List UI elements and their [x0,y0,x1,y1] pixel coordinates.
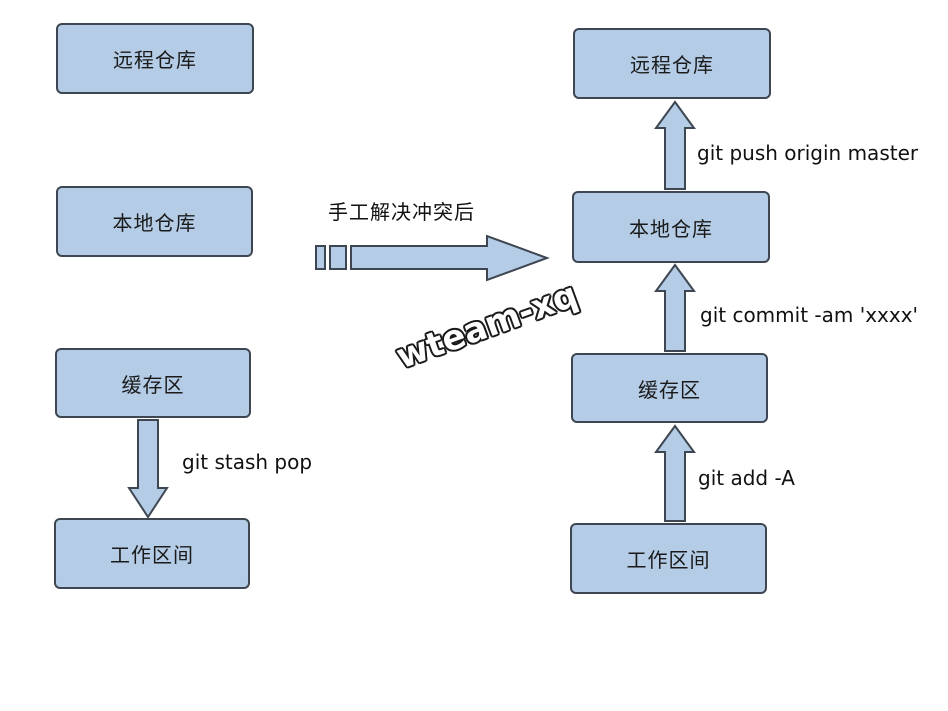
arrow-local-to-remote [654,100,696,190]
right-stash-label: 缓存区 [638,377,701,402]
left-remote-repo-box: 远程仓库 [56,23,254,94]
resolve-conflict-label: 手工解决冲突后 [328,200,475,224]
right-local-repo-label: 本地仓库 [629,216,713,241]
push-command: git push origin master [697,141,919,165]
right-remote-repo-label: 远程仓库 [630,53,714,77]
right-local-repo-box: 本地仓库 [572,191,770,263]
add-command: git add -A [698,466,795,490]
right-working-dir-box: 工作区间 [570,523,767,594]
right-working-dir-label: 工作区间 [626,548,711,572]
left-stash-box: 缓存区 [55,348,251,418]
left-stash-label: 缓存区 [121,372,185,397]
arrow-working-to-stash [654,424,696,522]
right-stash-box: 缓存区 [571,353,768,423]
left-remote-repo-label: 远程仓库 [113,48,197,72]
left-working-dir-label: 工作区间 [110,543,194,567]
stash-pop-command: git stash pop [182,450,313,474]
right-remote-repo-box: 远程仓库 [573,28,771,99]
commit-command: git commit -am 'xxxx' [700,303,919,327]
left-local-repo-box: 本地仓库 [56,186,253,257]
arrow-stash-to-working [127,419,169,519]
arrow-tail-block-2 [329,245,347,270]
left-working-dir-box: 工作区间 [54,518,250,589]
arrow-resolve-right [350,234,550,282]
arrow-stash-to-local [654,263,696,352]
arrow-tail-block-1 [315,245,326,270]
left-local-repo-label: 本地仓库 [112,211,197,235]
